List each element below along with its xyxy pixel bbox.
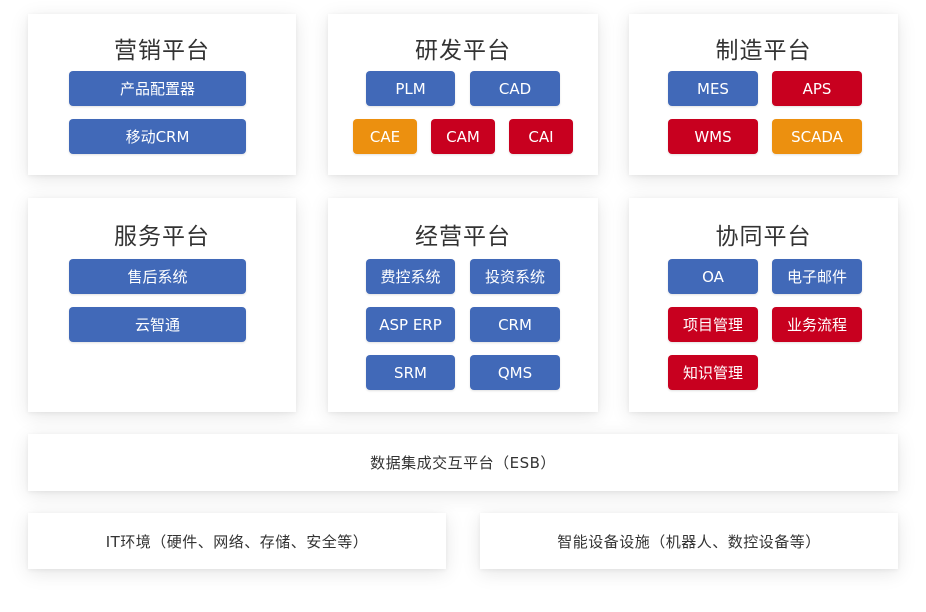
qms-chip[interactable]: QMS bbox=[470, 355, 560, 390]
rnd-platform-title: 研发平台 bbox=[415, 38, 511, 64]
service-platform-title: 服务平台 bbox=[114, 224, 210, 250]
cad-chip[interactable]: CAD bbox=[470, 71, 560, 106]
project-management-chip[interactable]: 项目管理 bbox=[668, 307, 758, 342]
mes-chip[interactable]: MES bbox=[668, 71, 758, 106]
cai-chip[interactable]: CAI bbox=[509, 119, 573, 154]
collaboration-platform-panel: 协同平台 OA 电子邮件 项目管理 业务流程 知识管理 bbox=[629, 198, 898, 412]
wms-chip[interactable]: WMS bbox=[668, 119, 758, 154]
cam-chip[interactable]: CAM bbox=[431, 119, 495, 154]
mobile-crm-chip[interactable]: 移动CRM bbox=[69, 119, 246, 154]
manufacturing-platform-title: 制造平台 bbox=[715, 38, 812, 64]
asp-erp-chip[interactable]: ASP ERP bbox=[366, 307, 455, 342]
crm-chip[interactable]: CRM bbox=[470, 307, 560, 342]
esb-platform-bar: 数据集成交互平台（ESB） bbox=[28, 434, 898, 491]
expense-control-chip[interactable]: 费控系统 bbox=[366, 259, 455, 294]
it-environment-bar: IT环境（硬件、网络、存储、安全等） bbox=[28, 513, 446, 569]
cae-chip[interactable]: CAE bbox=[353, 119, 417, 154]
srm-chip[interactable]: SRM bbox=[366, 355, 455, 390]
manufacturing-platform-panel: 制造平台 MES APS WMS SCADA bbox=[629, 14, 898, 175]
rnd-platform-panel: 研发平台 PLM CAD CAE CAM CAI bbox=[328, 14, 598, 175]
plm-chip[interactable]: PLM bbox=[366, 71, 455, 106]
marketing-platform-title: 营销平台 bbox=[114, 38, 210, 64]
operations-platform-panel: 经营平台 费控系统 投资系统 ASP ERP CRM SRM QMS bbox=[328, 198, 598, 412]
smart-devices-bar: 智能设备设施（机器人、数控设备等） bbox=[480, 513, 898, 569]
yunzhitong-chip[interactable]: 云智通 bbox=[69, 307, 246, 342]
investment-system-chip[interactable]: 投资系统 bbox=[470, 259, 560, 294]
collaboration-platform-title: 协同平台 bbox=[715, 224, 812, 250]
after-sales-system-chip[interactable]: 售后系统 bbox=[69, 259, 246, 294]
scada-chip[interactable]: SCADA bbox=[772, 119, 862, 154]
business-process-chip[interactable]: 业务流程 bbox=[772, 307, 862, 342]
knowledge-management-chip[interactable]: 知识管理 bbox=[668, 355, 758, 390]
service-platform-panel: 服务平台 售后系统 云智通 bbox=[28, 198, 296, 412]
email-chip[interactable]: 电子邮件 bbox=[772, 259, 862, 294]
oa-chip[interactable]: OA bbox=[668, 259, 758, 294]
marketing-platform-panel: 营销平台 产品配置器 移动CRM bbox=[28, 14, 296, 175]
aps-chip[interactable]: APS bbox=[772, 71, 862, 106]
product-configurator-chip[interactable]: 产品配置器 bbox=[69, 71, 246, 106]
operations-platform-title: 经营平台 bbox=[415, 224, 511, 250]
